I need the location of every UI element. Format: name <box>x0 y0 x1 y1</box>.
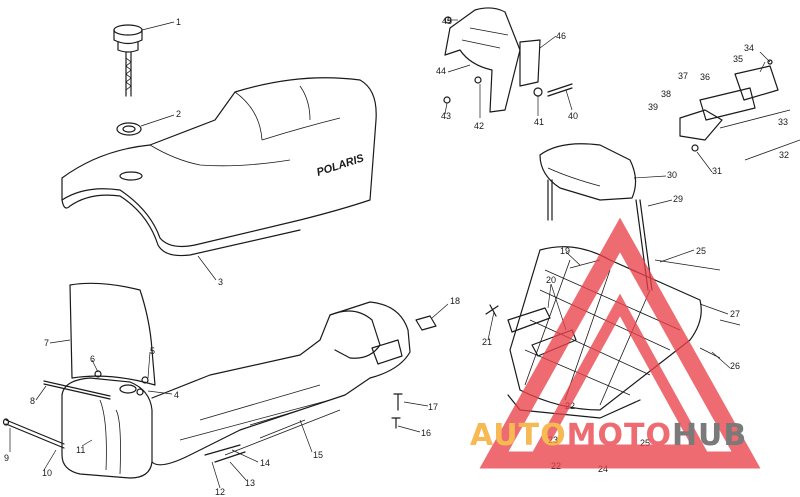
callout-label-13: 13 <box>245 478 255 488</box>
callout-label-45: 45 <box>442 16 452 26</box>
callout-label-35: 35 <box>733 54 743 64</box>
seat-latch-bracket <box>415 315 437 331</box>
watermark-triangle-outer <box>479 217 761 469</box>
callout-label-21: 21 <box>482 337 492 347</box>
callout-label-43: 43 <box>441 111 451 121</box>
callout-label-34: 34 <box>744 43 754 53</box>
filler-grommet <box>116 122 142 136</box>
rear-bumper-bracket <box>444 7 541 113</box>
callout-label-19: 19 <box>560 246 570 256</box>
callout-label-7: 7 <box>44 338 49 348</box>
callout-label-25: 25 <box>640 438 650 448</box>
hold-down-rods <box>2 380 111 449</box>
callout-label-46: 46 <box>556 31 566 41</box>
seat: POLARIS <box>61 77 377 257</box>
callout-label-30: 30 <box>667 170 677 180</box>
fuel-cap <box>113 24 143 97</box>
callout-label-37: 37 <box>678 71 688 81</box>
fuel-tank <box>61 377 153 479</box>
svg-text:AUTOMOTOHUB: AUTOMOTOHUB <box>470 418 747 453</box>
watermark-triangle-inner <box>530 293 710 456</box>
callout-label-31: 31 <box>712 166 722 176</box>
callout-label-25: 25 <box>696 246 706 256</box>
callout-label-4: 4 <box>174 390 179 400</box>
callout-label-32: 32 <box>779 150 789 160</box>
callout-label-33: 33 <box>778 117 788 127</box>
callout-label-23: 23 <box>548 435 558 445</box>
callout-label-17: 17 <box>428 402 438 412</box>
small-hardware <box>94 16 773 396</box>
callout-label-6: 6 <box>90 354 95 364</box>
callout-label-11: 11 <box>76 445 85 455</box>
callout-labels: 1234567891011121314151617181920212223242… <box>4 16 789 497</box>
callout-label-12: 12 <box>215 487 225 497</box>
callout-label-1: 1 <box>176 17 181 27</box>
callout-label-14: 14 <box>260 458 270 468</box>
seat-brand-text: POLARIS <box>315 152 366 179</box>
tunnel-deck <box>151 301 411 466</box>
watermark-hub: HUB <box>672 418 747 453</box>
callout-label-8: 8 <box>30 396 35 406</box>
callout-label-9: 9 <box>4 453 9 463</box>
watermark-auto: AUTO <box>470 418 567 453</box>
callout-label-10: 10 <box>42 468 52 478</box>
watermark-logo: AUTOMOTOHUB <box>470 217 761 469</box>
callout-label-18: 18 <box>450 296 460 306</box>
callout-label-42: 42 <box>474 121 484 131</box>
callout-label-2: 2 <box>176 109 181 119</box>
callout-label-15: 15 <box>313 450 323 460</box>
callout-label-20: 20 <box>546 275 556 285</box>
mount-bolts <box>391 393 403 429</box>
callout-label-16: 16 <box>421 428 431 438</box>
fuel-tank-shield <box>69 282 156 386</box>
callout-label-5: 5 <box>150 346 155 356</box>
callout-label-3: 3 <box>218 277 223 287</box>
callout-label-44: 44 <box>436 66 446 76</box>
callout-label-39: 39 <box>648 102 658 112</box>
callout-label-41: 41 <box>534 117 544 127</box>
backrest-pad <box>539 143 637 201</box>
callout-label-27: 27 <box>730 309 740 319</box>
callout-label-26: 26 <box>730 361 740 371</box>
callout-label-24: 24 <box>598 464 608 474</box>
hitch-assembly <box>679 65 800 161</box>
callout-label-36: 36 <box>700 72 710 82</box>
callout-label-38: 38 <box>661 89 671 99</box>
watermark-moto: MOTO <box>567 418 672 453</box>
callout-label-29: 29 <box>673 194 683 204</box>
callout-label-40: 40 <box>568 111 578 121</box>
